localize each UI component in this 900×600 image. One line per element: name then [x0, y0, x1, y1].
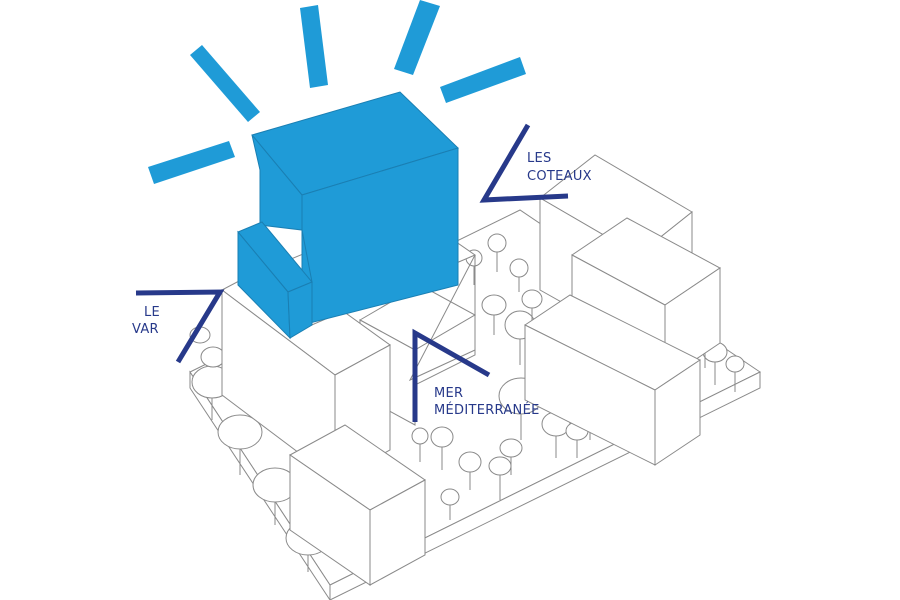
- highlight-rays: [148, 0, 526, 184]
- tree: [499, 438, 523, 475]
- ray: [148, 141, 235, 184]
- tree: [521, 289, 543, 325]
- label-mer-line2: MÉDITERRANÉE: [434, 402, 540, 418]
- tree: [430, 426, 454, 470]
- tree: [200, 346, 226, 368]
- ray: [394, 0, 440, 75]
- tree: [217, 414, 263, 475]
- tree: [458, 451, 482, 490]
- building-right: [524, 154, 721, 466]
- blue-left-face: [251, 134, 303, 231]
- label-coteaux-line1: LES: [527, 151, 552, 166]
- ray: [190, 45, 260, 122]
- label-var-line1: LE: [144, 305, 160, 320]
- blue-step-front: [287, 281, 313, 339]
- ray: [440, 57, 526, 103]
- tree: [487, 233, 507, 272]
- ray: [300, 5, 328, 88]
- tree: [411, 427, 429, 462]
- tree: [481, 294, 507, 335]
- label-coteaux-line2: COTEAUX: [527, 169, 592, 184]
- arrow-mer: [412, 328, 491, 422]
- highlighted-building: [237, 91, 459, 340]
- tree: [509, 258, 529, 292]
- direction-arrows: [135, 123, 569, 422]
- arrow-coteaux: [479, 123, 569, 203]
- labels: LES COTEAUX LE VAR MER MÉDITERRANÉE: [132, 151, 592, 418]
- label-mer-line1: MER: [434, 386, 463, 401]
- tree: [252, 467, 298, 525]
- tree: [440, 488, 460, 520]
- arrow-var: [135, 289, 225, 364]
- label-var-line2: VAR: [132, 322, 159, 337]
- tree: [725, 355, 745, 392]
